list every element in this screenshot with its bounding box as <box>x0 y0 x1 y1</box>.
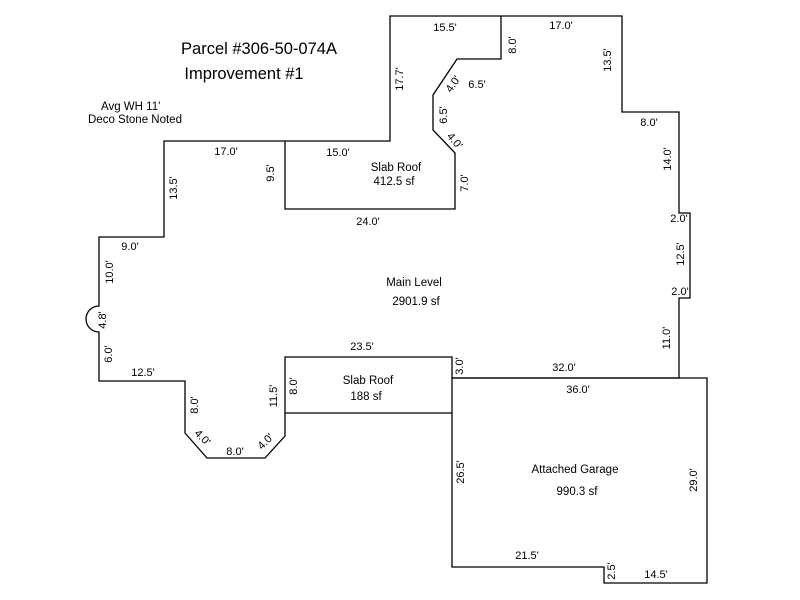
dim-8-0-notch: 8.0' <box>507 36 519 53</box>
dim-23-5-slab2: 23.5' <box>350 341 374 353</box>
dim-24-0-slab: 24.0' <box>356 216 380 228</box>
dim-13-5-right: 13.5' <box>602 48 614 72</box>
dim-12-5-bottom: 12.5' <box>131 367 155 379</box>
dim-3-0-slab2: 3.0' <box>454 357 466 374</box>
dim-15-0-slab: 15.0' <box>326 147 350 159</box>
dim-6-5-bay-top: 6.5' <box>468 79 485 91</box>
dim-2-5-garage: 2.5' <box>606 562 618 579</box>
avg-wall-height-note: Avg WH 11' <box>101 101 160 113</box>
dim-10-0-left: 10.0' <box>104 260 116 284</box>
dim-11-5-bay: 11.5' <box>268 385 280 408</box>
dim-17-0-top: 17.0' <box>549 20 573 32</box>
dim-21-5-garage: 21.5' <box>515 550 539 562</box>
dim-15-5-top: 15.5' <box>433 22 457 34</box>
main-level-outline <box>85 15 691 459</box>
garage-label: Attached Garage <box>532 464 619 476</box>
slab-roof-bottom-label: Slab Roof <box>343 375 394 387</box>
dim-4-8-arc: 4.8' <box>97 311 109 328</box>
dim-17-7-left: 17.7' <box>394 67 406 91</box>
dim-8-0-right: 8.0' <box>640 117 657 129</box>
dim-4-0-lower-bay: 4.0' <box>444 131 464 152</box>
dim-13-5-left: 13.5' <box>168 176 180 200</box>
bay-notch-outline <box>284 16 502 210</box>
dim-36-0: 36.0' <box>566 384 590 396</box>
garage-area: 990.3 sf <box>557 486 599 498</box>
dim-8-0-bottom-bay: 8.0' <box>189 396 201 413</box>
dim-9-5-slab: 9.5' <box>265 164 277 181</box>
main-level-area: 2901.9 sf <box>392 296 440 308</box>
dim-9-0-left: 9.0' <box>121 241 138 253</box>
dim-2-0-lower: 2.0' <box>671 286 688 298</box>
deco-stone-note: Deco Stone Noted <box>88 114 182 126</box>
slab-roof-bottom-area: 188 sf <box>350 391 382 403</box>
dim-6-0-left: 6.0' <box>103 345 115 362</box>
dim-29-0-garage: 29.0' <box>688 468 700 492</box>
dim-11-0-right: 11.0' <box>661 327 673 350</box>
improvement-title: Improvement #1 <box>184 65 303 83</box>
dim-32-0: 32.0' <box>552 362 576 374</box>
dim-17-0-left: 17.0' <box>214 146 238 158</box>
dim-6-5-bay-side: 6.5' <box>438 106 450 123</box>
dim-4-0-upper-bay: 4.0' <box>444 74 464 95</box>
slab-roof-top-label: Slab Roof <box>371 162 422 174</box>
dim-8-0-bay-bottom: 8.0' <box>226 446 243 458</box>
main-level-label: Main Level <box>386 277 442 289</box>
dim-14-5-garage: 14.5' <box>644 569 668 581</box>
dim-14-0-right: 14.0' <box>662 147 674 171</box>
dim-2-0-upper: 2.0' <box>670 213 687 225</box>
garage-outline <box>451 377 708 584</box>
slab-roof-top-area: 412.5 sf <box>374 176 416 188</box>
dim-26-5-garage: 26.5' <box>455 460 467 484</box>
parcel-title: Parcel #306-50-074A <box>181 40 337 58</box>
dim-8-0-slab2: 8.0' <box>288 377 300 394</box>
dim-12-5-right: 12.5' <box>675 242 687 266</box>
dim-7-0-slab: 7.0' <box>459 174 471 191</box>
